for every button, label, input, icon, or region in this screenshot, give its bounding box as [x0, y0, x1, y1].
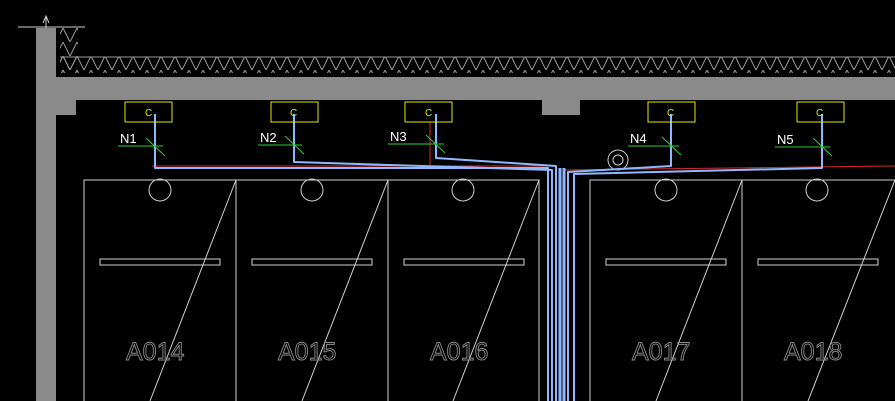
fixture-box-1 [124, 101, 173, 123]
fixture-letter-4: C [667, 108, 674, 119]
circuit-label-n3: N3 [390, 129, 407, 144]
fixtures [124, 101, 845, 123]
fixture-box-3 [404, 101, 453, 123]
cabinet-label-a016: A016 [430, 338, 488, 366]
circuit-label-n2: N2 [260, 130, 277, 145]
cabinet-row [83, 149, 895, 401]
fixture-box-5 [796, 101, 845, 123]
fixture-box-2 [270, 101, 319, 123]
dimension-mark [18, 14, 85, 30]
wiring-bundle [154, 114, 823, 401]
slab-hatch [60, 28, 895, 73]
cabinet-label-a015: A015 [278, 338, 336, 366]
circuit-label-n5: N5 [777, 132, 794, 147]
wire-n2 [293, 114, 553, 401]
wire-n4 [567, 114, 672, 401]
left-wall [36, 28, 56, 401]
fixture-letter-1: C [145, 108, 152, 119]
wire-n3 [435, 114, 557, 401]
cabinet-label-a018: A018 [784, 338, 842, 366]
cabinet-outline-left [83, 179, 540, 401]
circuit-leaders [118, 134, 833, 157]
circuit-label-n1: N1 [120, 131, 137, 146]
cabinet-label-a014: A014 [126, 338, 184, 366]
cabinet-outline-right [589, 179, 895, 401]
wire-n1 [154, 114, 549, 401]
walls [36, 28, 895, 401]
beam-drop-left [56, 100, 76, 115]
fixture-letter-3: C [425, 108, 432, 119]
fixture-box-4 [647, 101, 696, 123]
fixture-letter-2: C [290, 108, 297, 119]
fixture-letter-5: C [816, 108, 823, 119]
wire-n5 [573, 114, 823, 401]
beam-drop-mid [542, 100, 580, 115]
circuit-label-n4: N4 [630, 131, 647, 146]
ceiling-beam [56, 77, 895, 100]
cabinet-label-a017: A017 [632, 338, 690, 366]
